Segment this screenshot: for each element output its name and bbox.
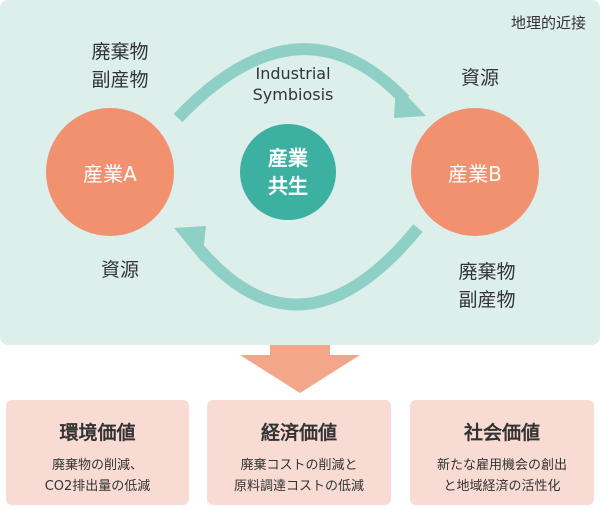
value-box-social: 社会価値 新たな雇用機会の創出 と地域経済の活性化 [410,400,594,505]
value-title: 環境価値 [59,422,136,444]
center-line-1: 産業 [268,146,308,170]
value-description: 廃棄コストの削減と 原料調達コストの低減 [233,458,364,494]
region-label: 地理的近接 [510,14,586,32]
industrial-symbiosis-label: Industrial Symbiosis [252,64,334,104]
value-box-economic: 経済価値 廃棄コストの削減と 原料調達コストの低減 [207,400,391,505]
cycle-arrows [173,43,426,311]
industry-b-node: 産業B [411,108,539,236]
industry-b-label: 産業B [448,161,502,186]
value-description: 廃棄物の削減、 CO2排出量の低減 [44,458,151,494]
value-title: 経済価値 [260,422,337,444]
value-box-environment: 環境価値 廃棄物の削減、 CO2排出量の低減 [6,400,189,505]
arrow-b-to-a [191,224,423,311]
left-bottom-label: 資源 [100,259,139,281]
right-bottom-label: 廃棄物 副産物 [458,261,516,311]
arrow-head-a-to-b-icon [394,84,426,118]
arrow-a-to-b [173,43,410,123]
industry-a-node: 産業A [46,108,174,236]
arrow-head-b-to-a-icon [174,226,206,262]
left-top-label: 廃棄物 副産物 [91,41,149,91]
down-arrow-icon [240,345,360,393]
symbiosis-center-node: 産業共生 [240,124,336,220]
value-description: 新たな雇用機会の創出 と地域経済の活性化 [436,458,567,494]
center-line-2: 共生 [268,174,308,198]
value-title: 社会価値 [463,422,540,444]
industry-a-label: 産業A [83,161,137,186]
right-top-label: 資源 [460,67,499,89]
